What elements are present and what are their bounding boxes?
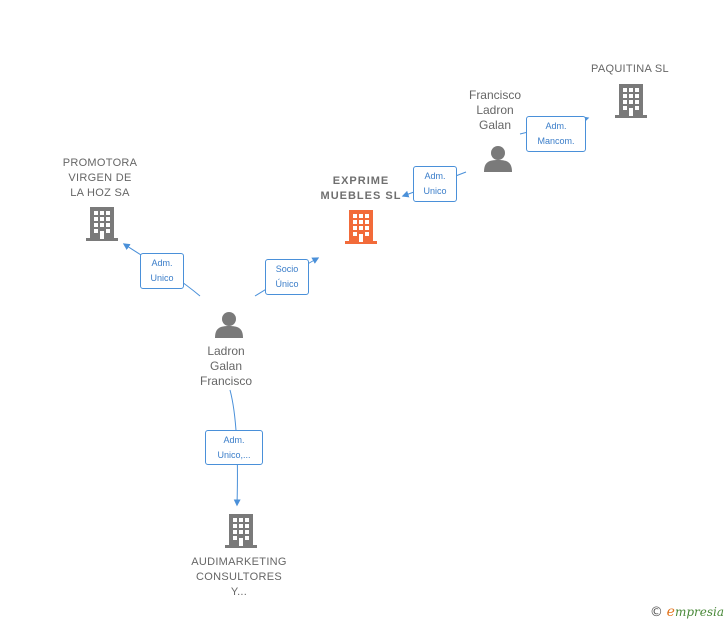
audimarketing-label[interactable]: AUDIMARKETING CONSULTORES Y... [191, 556, 287, 598]
role-box-ladron-audimarketing: Adm. Unico,... [205, 430, 263, 465]
audimarketing-building-icon[interactable] [225, 514, 257, 548]
promotora-building-icon[interactable] [86, 207, 118, 241]
role-box-ladron-exprime: Socio Único [265, 259, 309, 295]
francisco-person-icon[interactable] [484, 146, 512, 172]
promotora-label[interactable]: PROMOTORA VIRGEN DE LA HOZ SA [62, 157, 138, 199]
exprime-label[interactable]: EXPRIME MUEBLES SL [320, 175, 402, 202]
role-box-francisco-paquitina: Adm. Mancom. [526, 116, 586, 152]
empresia-logo[interactable]: © empresia [650, 604, 724, 620]
brand-name: mpresia [674, 605, 724, 619]
brand-initial: e [666, 604, 675, 620]
paquitina-label[interactable]: PAQUITINA SL [591, 63, 669, 75]
role-box-francisco-exprime: Adm. Unico [413, 166, 457, 202]
paquitina-building-icon[interactable] [615, 84, 647, 118]
role-box-ladron-promotora: Adm. Unico [140, 253, 184, 289]
francisco-label[interactable]: Francisco Ladron Galan [468, 88, 521, 132]
ladron-label[interactable]: Ladron Galan Francisco [199, 344, 252, 388]
copyright-icon: © [649, 605, 663, 620]
ladron-person-icon[interactable] [215, 312, 243, 338]
exprime-building-icon[interactable] [345, 210, 377, 244]
